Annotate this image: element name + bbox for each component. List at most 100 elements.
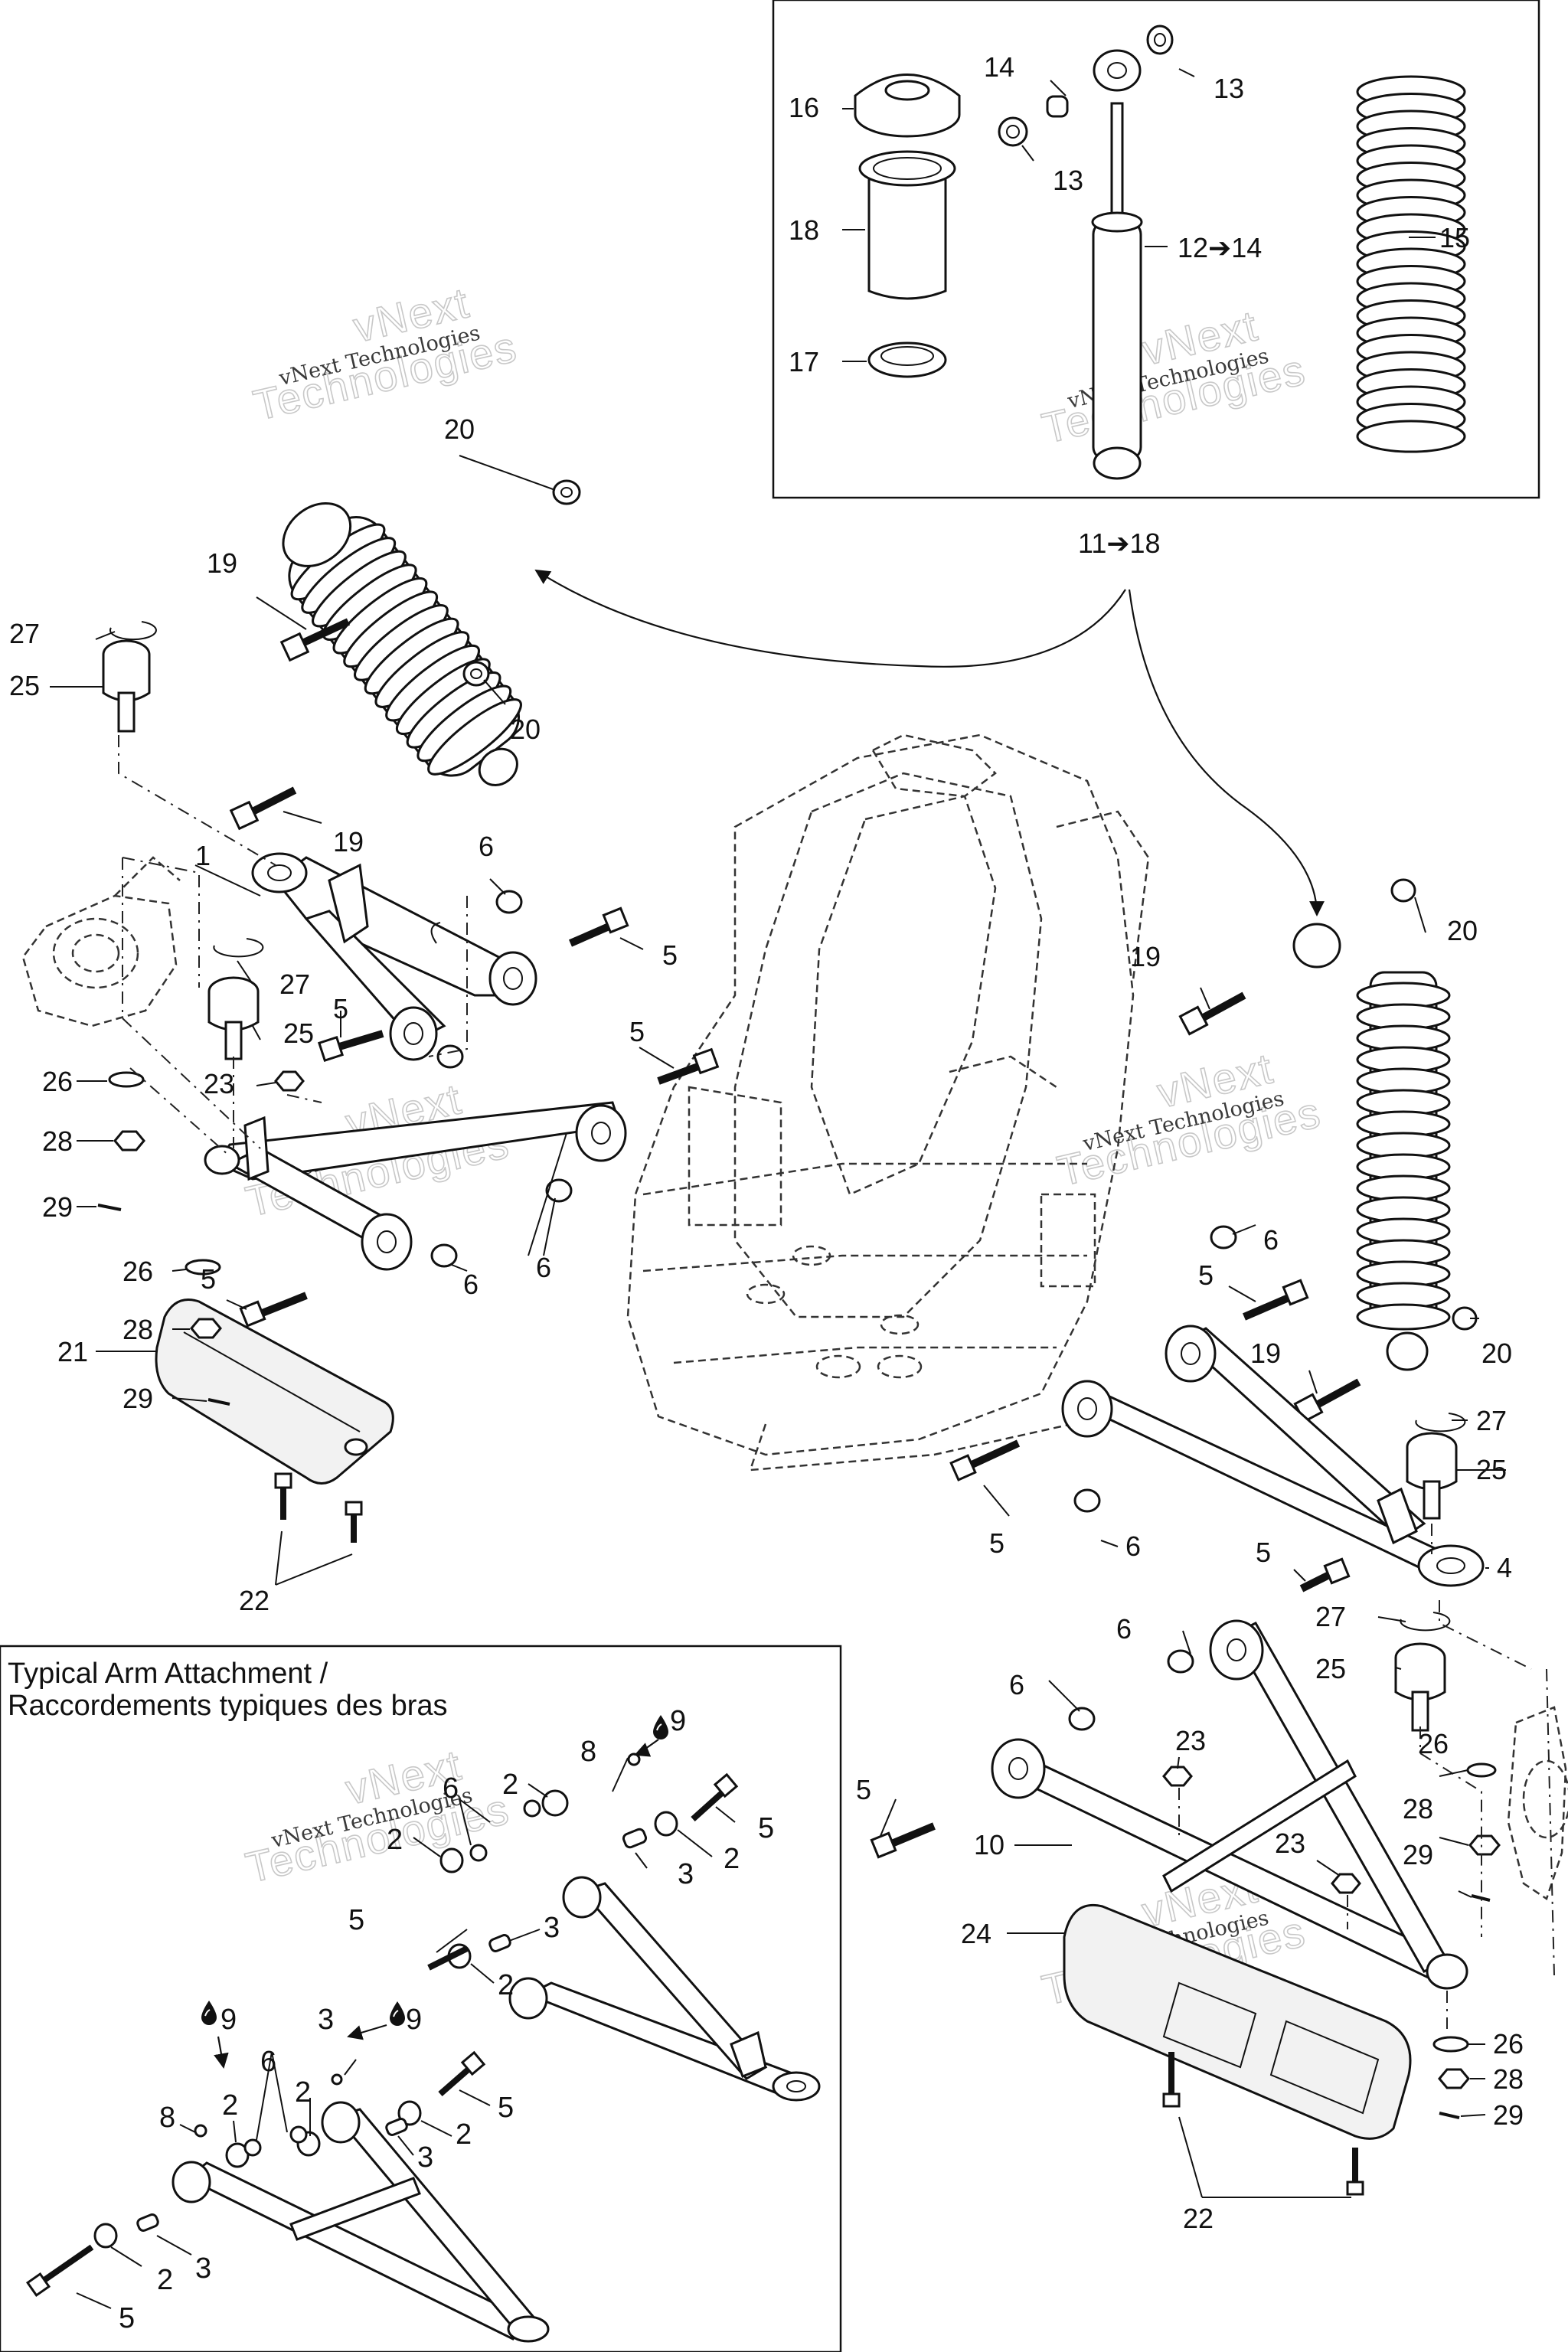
- sleeve-18: [858, 150, 956, 300]
- inset-bolt-5-a: [691, 1772, 739, 1821]
- upper-a-arm-1: [251, 852, 537, 1061]
- steering-knuckle-right: [1507, 1706, 1568, 1900]
- callout-25-left-mid: 25: [283, 1018, 314, 1049]
- inset-callout-2-b: 2: [387, 1824, 403, 1856]
- lower-a-arm-left: [204, 1101, 627, 1271]
- right-shock-spring-coil-16: [1356, 1303, 1451, 1331]
- nut-6-a: [495, 890, 523, 914]
- callout-6-f: 6: [1125, 1530, 1141, 1562]
- inset-callout-2-f: 2: [295, 2076, 311, 2109]
- inset-grease-8-a: [627, 1753, 641, 1766]
- nut-6-g: [1167, 1649, 1194, 1674]
- inset-washer-6-d: [243, 2138, 262, 2157]
- inset-callout-6-a: 6: [443, 1772, 459, 1805]
- inset-callout-2-d: 2: [498, 1969, 514, 2001]
- bolt-22-right-b: [1346, 2148, 1364, 2196]
- callout-20-top-left: 20: [444, 413, 475, 445]
- bolt-19-lower: [229, 786, 297, 831]
- nut-28-left-a: [113, 1130, 145, 1152]
- callout-5-a: 5: [662, 939, 678, 971]
- nut-28-right-a: [1468, 1834, 1501, 1856]
- ring-17: [867, 341, 947, 378]
- inset-bolt-5-b: [427, 1945, 469, 1971]
- callout-29-left-a: 29: [42, 1191, 73, 1223]
- inset-callout-2-h: 2: [157, 2264, 173, 2296]
- inset-callout-2-c: 2: [724, 1843, 740, 1875]
- nut-6-b: [436, 1044, 464, 1069]
- callout-19-right-upper: 19: [1130, 941, 1161, 972]
- bolt-22-left-b: [345, 1501, 363, 1543]
- callout-12-14: 12➔14: [1178, 232, 1262, 263]
- left-shock-spring-coil-14: [427, 698, 522, 776]
- callout-28-left-a: 28: [42, 1125, 73, 1157]
- ball-joint-25-left-mid: [207, 976, 260, 1060]
- assembly-lines: [118, 735, 1555, 2029]
- vehicle-frame: [626, 733, 1150, 1472]
- spring-15-coil-21: [1356, 420, 1466, 453]
- skid-plate-24: [1063, 1903, 1412, 2140]
- watermark-4: vNext Technologies vNext Technologies: [1052, 1043, 1326, 1195]
- callout-24: 24: [961, 1918, 991, 1949]
- callout-20-right-top: 20: [1447, 915, 1478, 946]
- callout-15: 15: [1439, 222, 1470, 253]
- inset-bolt-5-d: [25, 2244, 94, 2298]
- inset-callout-8-b: 8: [159, 2102, 175, 2134]
- ball-joint-25-right-low: [1394, 1642, 1446, 1732]
- nut-20-upper: [552, 479, 581, 505]
- callout-19-right-lower: 19: [1250, 1338, 1281, 1369]
- inset-sleeve-3-d: [136, 2213, 159, 2232]
- inset-bushing-2-h: [93, 2223, 118, 2249]
- ball-joint-25-right-top: [1406, 1432, 1458, 1520]
- callout-5-c: 5: [629, 1016, 645, 1047]
- inset-grease-8-c: [331, 2073, 343, 2086]
- callout-28-right-a: 28: [1403, 1793, 1433, 1824]
- bolt-5-b: [317, 1030, 384, 1063]
- callout-23-left: 23: [204, 1068, 234, 1099]
- nut-23-right-a: [1162, 1766, 1193, 1787]
- coil-spring-15: [1356, 75, 1466, 453]
- cotter-29-left-a: [97, 1204, 122, 1211]
- callout-29-left-b: 29: [122, 1383, 153, 1414]
- sleeve-14: [1046, 95, 1069, 118]
- inset-grease-8-b: [194, 2124, 207, 2138]
- callout-5-b: 5: [333, 993, 348, 1024]
- left-shock-assembly: [229, 479, 581, 831]
- callout-23-right-a: 23: [1175, 1725, 1206, 1756]
- circlip-27-right-top: [1415, 1413, 1466, 1432]
- bolt-19-right-upper: [1178, 991, 1246, 1036]
- callout-21: 21: [57, 1336, 88, 1367]
- inset-callout-2-a: 2: [502, 1769, 518, 1801]
- inset-title-en: Typical Arm Attachment /: [8, 1658, 328, 1690]
- watermark-2: vNext Technologies vNext Technologies: [1037, 300, 1311, 452]
- callout-13-bottom: 13: [1053, 165, 1083, 196]
- callout-6-d: 6: [463, 1269, 479, 1300]
- callout-26-left-a: 26: [42, 1066, 73, 1097]
- nut-6-e: [1210, 1225, 1237, 1250]
- washer-26-right-a: [1466, 1762, 1497, 1778]
- callout-4: 4: [1497, 1552, 1512, 1583]
- cotter-29-right-a: [1471, 1894, 1491, 1902]
- skid-plate-21: [155, 1298, 394, 1485]
- bolt-5-g: [1299, 1557, 1351, 1592]
- inset-sleeve-3-a: [622, 1828, 648, 1849]
- callout-5-e: 5: [1198, 1259, 1214, 1291]
- callout-18: 18: [789, 214, 819, 246]
- bolt-22-right-a: [1162, 2052, 1181, 2108]
- inset-bushing-2-b: [439, 1847, 464, 1873]
- inset-sleeve-3-b: [488, 1934, 511, 1952]
- lower-a-arm-10: [991, 1619, 1468, 1990]
- callout-27-right-low: 27: [1315, 1601, 1346, 1632]
- callout-6-e: 6: [1263, 1224, 1279, 1256]
- inset-callout-5-d: 5: [119, 2302, 135, 2334]
- callout-26-right-a: 26: [1418, 1728, 1449, 1759]
- inset-callout-9-b: 9: [220, 2004, 237, 2036]
- bolt-19-upper: [279, 618, 351, 662]
- inset-title-fr: Raccordements typiques des bras: [8, 1690, 448, 1722]
- bushing-13-top: [1146, 24, 1174, 55]
- watermark-1: vNext Technologies vNext Technologies: [248, 277, 522, 430]
- inset-callout-6-b: 6: [260, 2046, 276, 2078]
- washer-26-right-b: [1432, 2036, 1469, 2053]
- bolt-5-h: [870, 1822, 936, 1859]
- inset-upper-arm: [508, 1876, 821, 2102]
